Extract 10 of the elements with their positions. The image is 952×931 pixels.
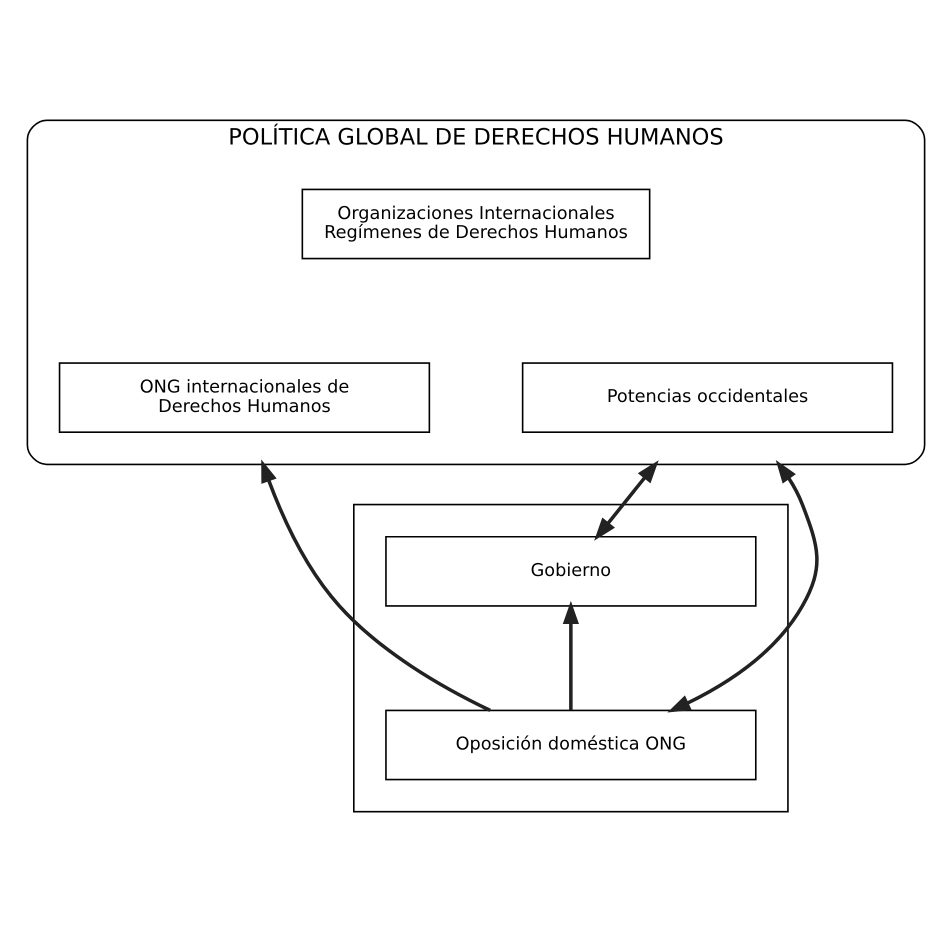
arrow bbox=[261, 458, 491, 712]
node-box: Gobierno bbox=[385, 535, 757, 606]
node-box: ONG internacionales de Derechos Humanos bbox=[58, 362, 430, 433]
arrow bbox=[562, 600, 579, 710]
arrow bbox=[667, 460, 819, 712]
arrow bbox=[594, 460, 659, 540]
node-box: Oposición doméstica ONG bbox=[385, 709, 757, 780]
node-box: Potencias occidentales bbox=[522, 362, 894, 433]
node-box: Organizaciones Internacionales Regímenes de Derechos Humanos bbox=[302, 188, 650, 259]
cluster bbox=[353, 503, 789, 812]
